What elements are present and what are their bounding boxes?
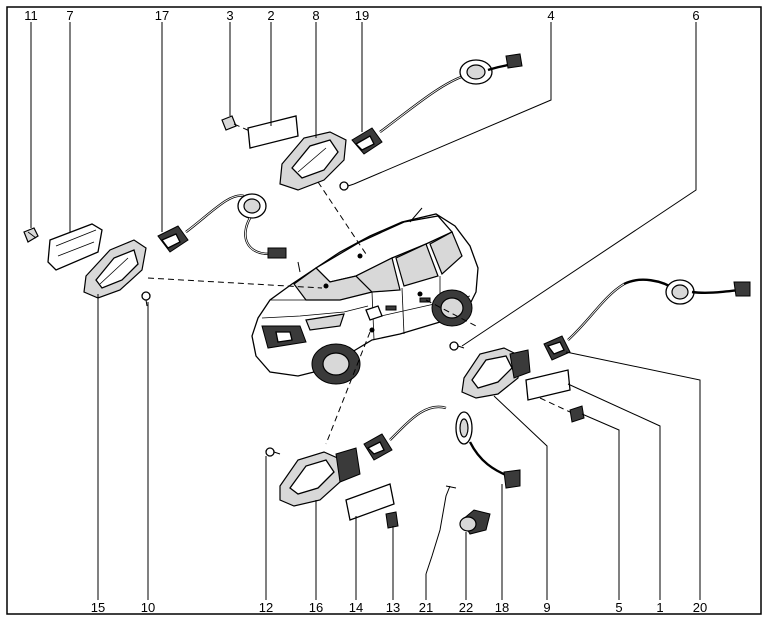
callout-10: 10 — [141, 600, 155, 615]
callout-19: 19 — [355, 8, 369, 23]
callout-13: 13 — [386, 600, 400, 615]
callout-20: 20 — [693, 600, 707, 615]
callout-1: 1 — [656, 600, 663, 615]
rear-left-handle-group — [23, 223, 151, 307]
rod-21 — [425, 485, 457, 575]
callout-17: 17 — [155, 8, 169, 23]
front-right-handle-group — [265, 447, 399, 529]
harness-17 — [157, 193, 287, 259]
locator-lines — [147, 181, 477, 445]
callout-8: 8 — [312, 8, 319, 23]
callout-15: 15 — [91, 600, 105, 615]
harness-19 — [351, 53, 523, 155]
callout-11: 11 — [24, 8, 38, 23]
callout-18: 18 — [495, 600, 509, 615]
callout-6: 6 — [692, 8, 699, 23]
callout-12: 12 — [259, 600, 273, 615]
lock-cylinder-22 — [459, 509, 491, 535]
callout-4: 4 — [547, 8, 554, 23]
callout-2: 2 — [267, 8, 274, 23]
callout-3: 3 — [226, 8, 233, 23]
front-left-handle-group — [221, 115, 355, 191]
harness-18 — [363, 405, 521, 489]
callout-numbers: 11 7 17 3 2 8 19 4 6 15 10 12 16 14 13 2… — [24, 8, 707, 615]
callout-7: 7 — [66, 8, 73, 23]
car-illustration — [251, 207, 479, 385]
harness-20 — [543, 278, 751, 361]
callout-14: 14 — [349, 600, 363, 615]
callout-22: 22 — [459, 600, 473, 615]
callout-16: 16 — [309, 600, 323, 615]
callout-21: 21 — [419, 600, 433, 615]
leader-lines — [30, 22, 701, 600]
callout-5: 5 — [615, 600, 622, 615]
callout-9: 9 — [543, 600, 550, 615]
diagram-frame — [6, 6, 762, 615]
rear-right-handle-group — [449, 341, 585, 423]
